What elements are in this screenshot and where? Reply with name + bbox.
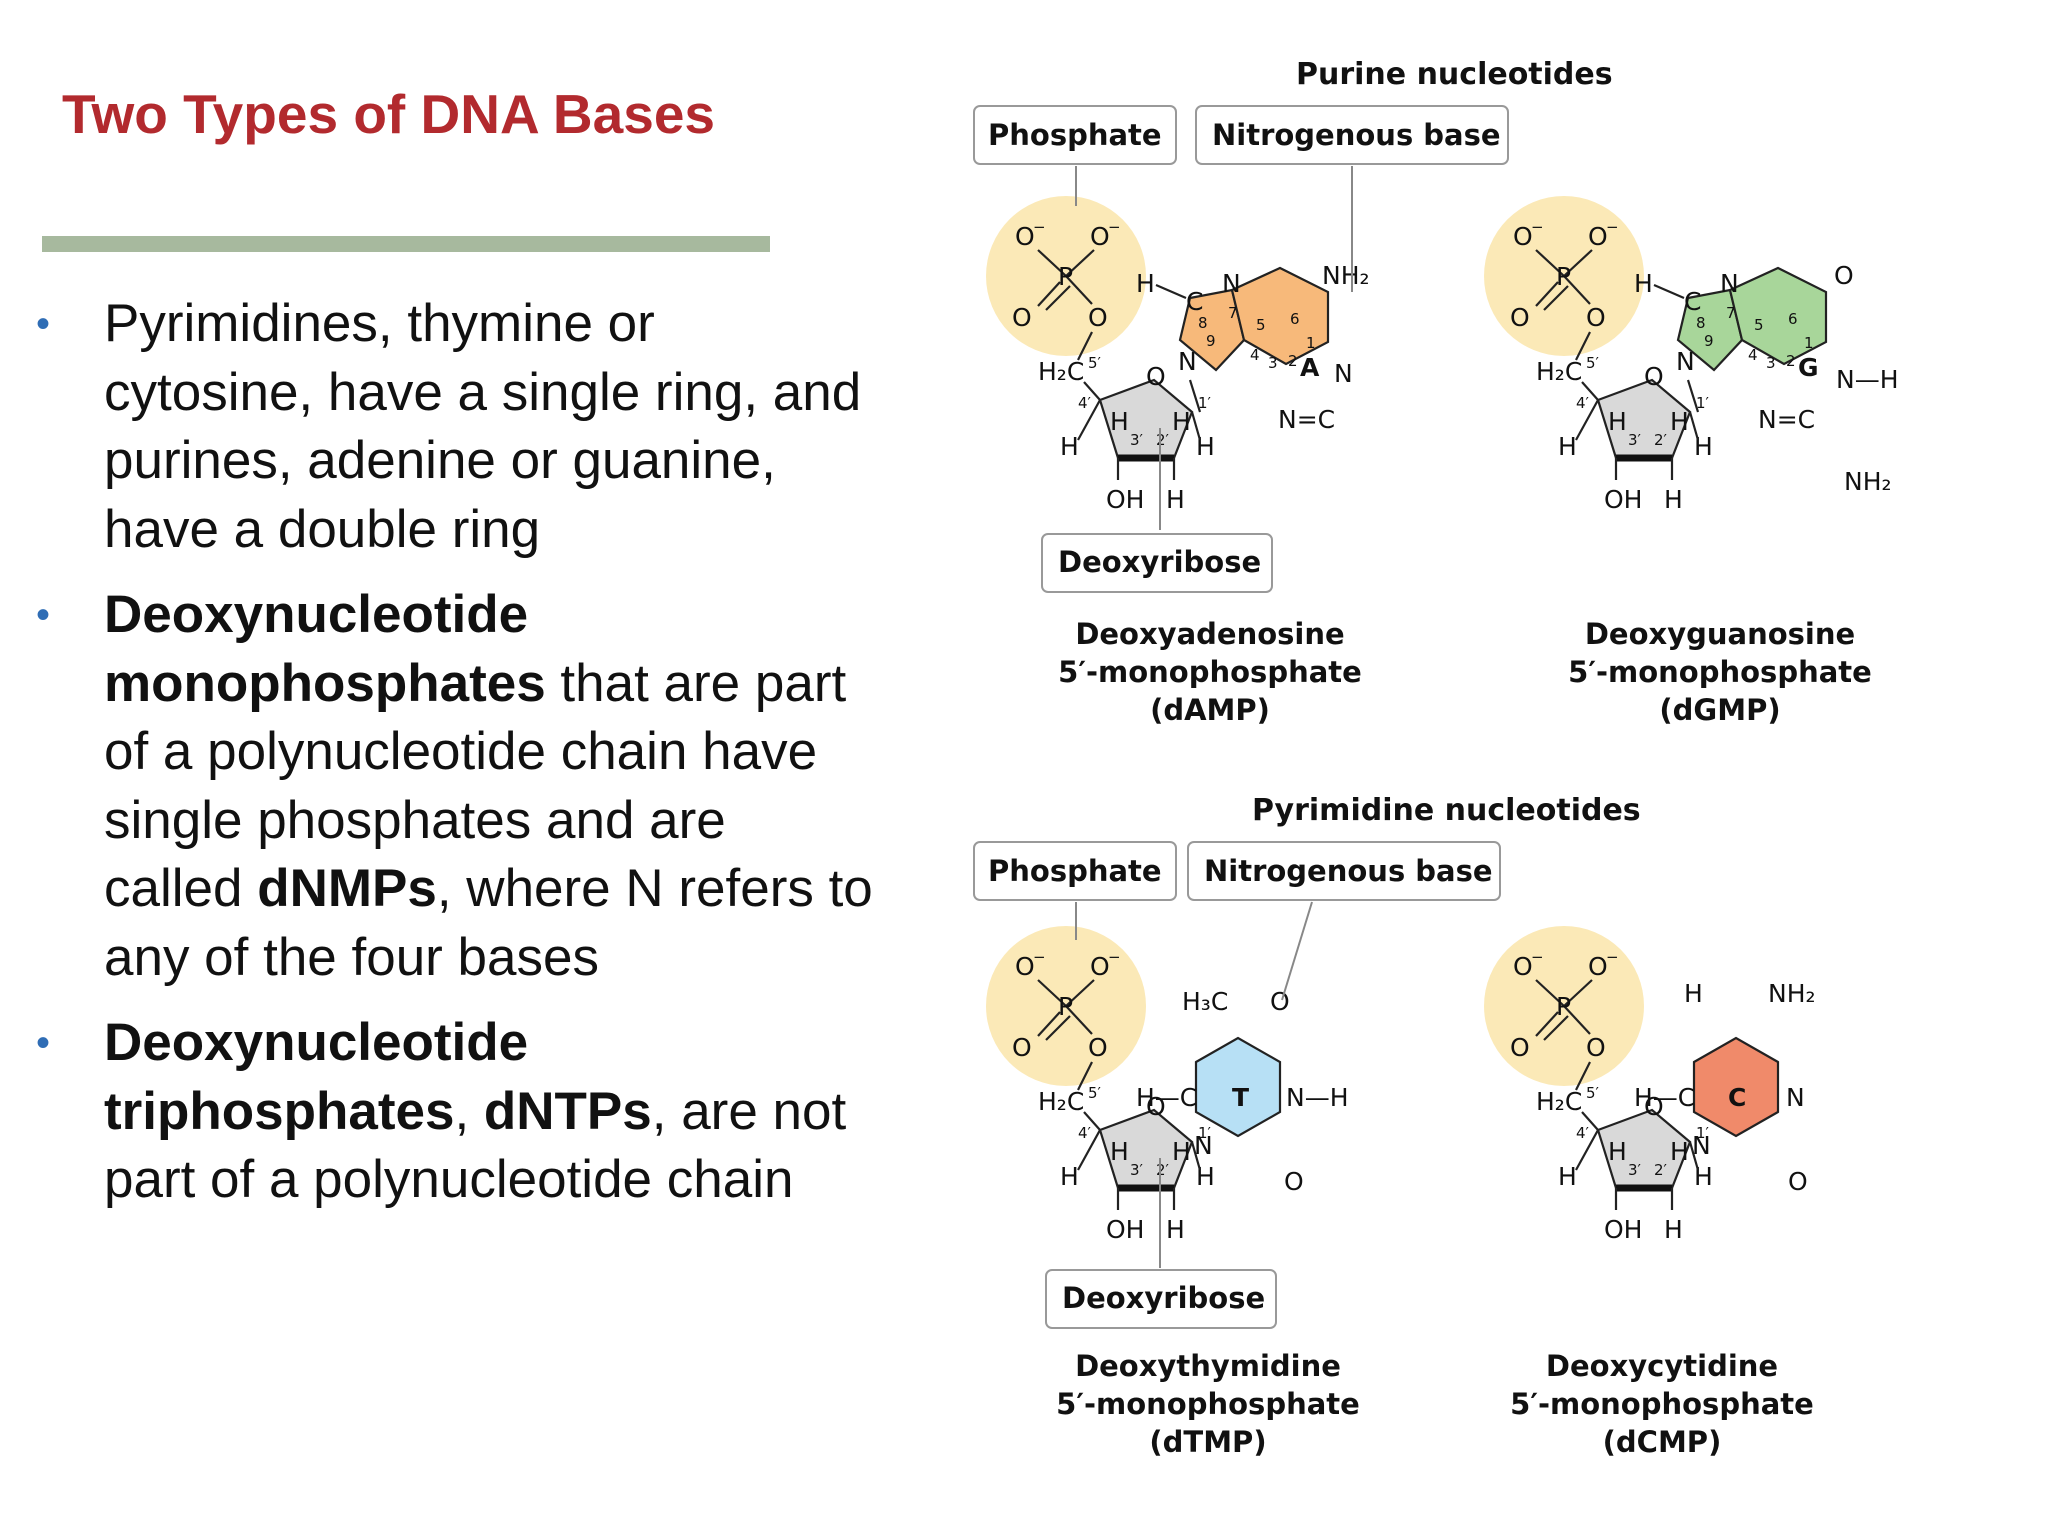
bullet-item: • Deoxynucleotide monophosphates that are…	[36, 581, 876, 992]
pyrimidine-section-title: Pyrimidine nucleotides	[1252, 793, 1641, 828]
phosphate-label: Phosphate	[988, 118, 1162, 152]
sugar-label: Deoxyribose	[1058, 545, 1261, 579]
base-label-box	[1195, 105, 1509, 165]
svg-text:N—H: N—H	[1836, 365, 1899, 394]
bullet-bold-text: Deoxynucleotide monophosphates	[104, 585, 546, 713]
svg-text:N: N	[1786, 1083, 1805, 1112]
damp-caption-1: Deoxyadenosine	[1075, 617, 1344, 651]
svg-text:NH₂: NH₂	[1844, 467, 1892, 496]
svg-text:H₃C: H₃C	[1182, 987, 1228, 1016]
sugar-label-box	[1041, 533, 1273, 593]
slide-title: Two Types of DNA Bases	[62, 83, 715, 145]
svg-text:H—C: H—C	[1634, 1083, 1695, 1112]
svg-text:N: N	[1692, 1131, 1711, 1160]
base-label: Nitrogenous base	[1212, 118, 1501, 152]
bullet-bold-text: Deoxynucleotide triphosphates	[104, 1013, 529, 1141]
title-divider	[42, 236, 770, 252]
base-letter-t: T	[1232, 1083, 1249, 1112]
base-letter-g: G	[1798, 353, 1819, 382]
damp-caption-3: (dAMP)	[1150, 693, 1270, 727]
dgmp-caption-1: Deoxyguanosine	[1585, 617, 1855, 651]
sugar-label-2: Deoxyribose	[1062, 1281, 1265, 1315]
bullet-text: , are not part of a polynucleotide chain	[104, 1081, 847, 1210]
dtmp-structure: T H₃C O H—C N—H N O	[986, 926, 1349, 1244]
damp-caption-2: 5′-monophosphate	[1058, 655, 1362, 689]
dcmp-caption-3: (dCMP)	[1603, 1425, 1722, 1459]
dtmp-caption-2: 5′-monophosphate	[1056, 1387, 1360, 1421]
svg-text:N: N	[1194, 1131, 1213, 1160]
bullet-dot: •	[36, 593, 51, 637]
dgmp-caption-2: 5′-monophosphate	[1568, 655, 1872, 689]
purine-section-title: Purine nucleotides	[1296, 57, 1613, 92]
dcmp-structure: C H NH₂ H—C N N O	[1484, 926, 1816, 1244]
sugar-label-box-2	[1045, 1269, 1277, 1329]
bullet-bold-text: dNMPs	[257, 859, 437, 918]
base-label-box-2	[1187, 841, 1501, 901]
phosphate-label-box-2	[973, 841, 1177, 901]
damp-structure: A NH₂ N N=C	[986, 196, 1370, 514]
svg-text:O: O	[1788, 1167, 1808, 1196]
svg-text:N=C: N=C	[1278, 405, 1335, 434]
dgmp-structure: G O N—H NH₂ N=C	[1484, 196, 1899, 514]
svg-text:H—C: H—C	[1136, 1083, 1197, 1112]
base-letter-a: A	[1300, 353, 1320, 382]
svg-text:O: O	[1284, 1167, 1304, 1196]
phosphate-label-2: Phosphate	[988, 854, 1162, 888]
svg-text:NH₂: NH₂	[1768, 979, 1816, 1008]
dcmp-caption-1: Deoxycytidine	[1546, 1349, 1778, 1383]
bullet-bold-text: dNTPs	[483, 1081, 652, 1141]
phosphate-label-box	[973, 105, 1177, 165]
dtmp-caption-1: Deoxythymidine	[1075, 1349, 1341, 1383]
bullet-dot: •	[36, 1021, 51, 1065]
svg-text:O: O	[1270, 987, 1290, 1016]
dtmp-caption-3: (dTMP)	[1149, 1425, 1266, 1459]
bullet-item: • Pyrimidines, thymine or cytosine, have …	[36, 290, 876, 564]
bullet-dot: •	[36, 302, 51, 346]
bullet-list: • Pyrimidines, thymine or cytosine, have …	[36, 290, 876, 1232]
base-letter-c: C	[1728, 1083, 1746, 1112]
dgmp-caption-3: (dGMP)	[1659, 693, 1780, 727]
base-label-2: Nitrogenous base	[1204, 854, 1493, 888]
bullet-text: Pyrimidines, thymine or cytosine, have a…	[104, 294, 862, 559]
svg-text:NH₂: NH₂	[1322, 261, 1370, 290]
svg-text:H: H	[1684, 979, 1703, 1008]
bullet-text: ,	[454, 1081, 484, 1141]
dcmp-caption-2: 5′-monophosphate	[1510, 1387, 1814, 1421]
svg-text:N—H: N—H	[1286, 1083, 1349, 1112]
svg-text:O: O	[1834, 261, 1854, 290]
bullet-text: , where N refers to any of the four base…	[104, 859, 873, 987]
svg-text:N=C: N=C	[1758, 405, 1815, 434]
nucleotide-figure: P O− O− O O H₂C5′ O 4′1′ 3′2′ HH HH OHH …	[973, 57, 1899, 1459]
bullet-item: • Deoxynucleotide triphosphates, dNTPs, a…	[36, 1009, 876, 1215]
bullet-text: that are part of a polynucleotide chain …	[104, 653, 847, 919]
svg-text:N: N	[1334, 359, 1353, 388]
